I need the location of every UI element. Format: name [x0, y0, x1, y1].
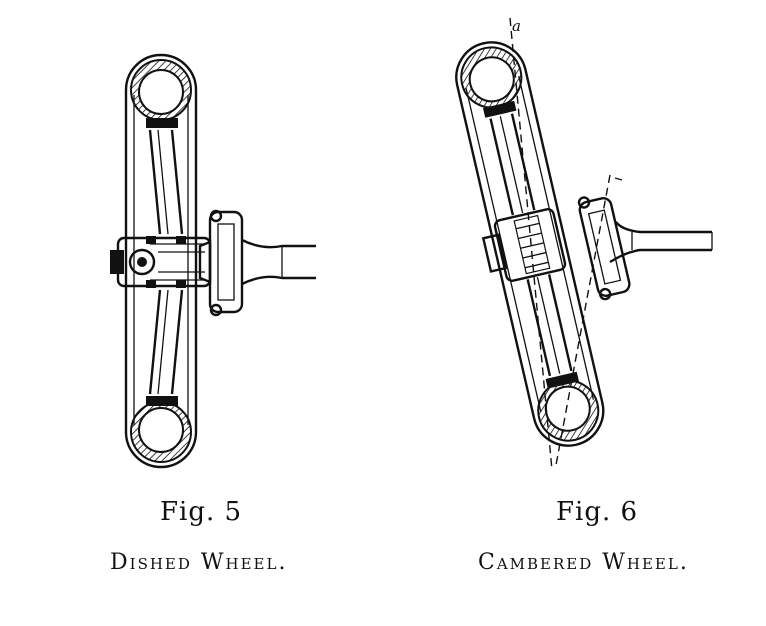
spokes [148, 129, 184, 395]
fig5-caption: Dished Wheel. [110, 550, 288, 575]
wheel-axis-line [509, 17, 553, 471]
cambered-wheel-drawing [455, 17, 713, 471]
king-pin-axis-line [555, 174, 611, 466]
fig6-caption: Cambered Wheel. [478, 550, 689, 575]
top-tyre [460, 46, 523, 109]
axle [609, 221, 713, 264]
hub [110, 236, 212, 288]
top-tyre [130, 59, 192, 121]
fig6-label: Fig. 6 [556, 497, 639, 527]
steering-knuckle [577, 196, 631, 301]
hub [481, 208, 567, 282]
steering-knuckle [198, 209, 244, 317]
bottom-tyre [537, 379, 600, 442]
axle [241, 238, 316, 286]
rim-outline [124, 53, 198, 469]
bottom-tyre [130, 401, 192, 463]
fig5-label: Fig. 5 [160, 497, 243, 527]
axis-mark-a: a [512, 17, 521, 35]
dished-wheel-drawing [110, 53, 316, 469]
